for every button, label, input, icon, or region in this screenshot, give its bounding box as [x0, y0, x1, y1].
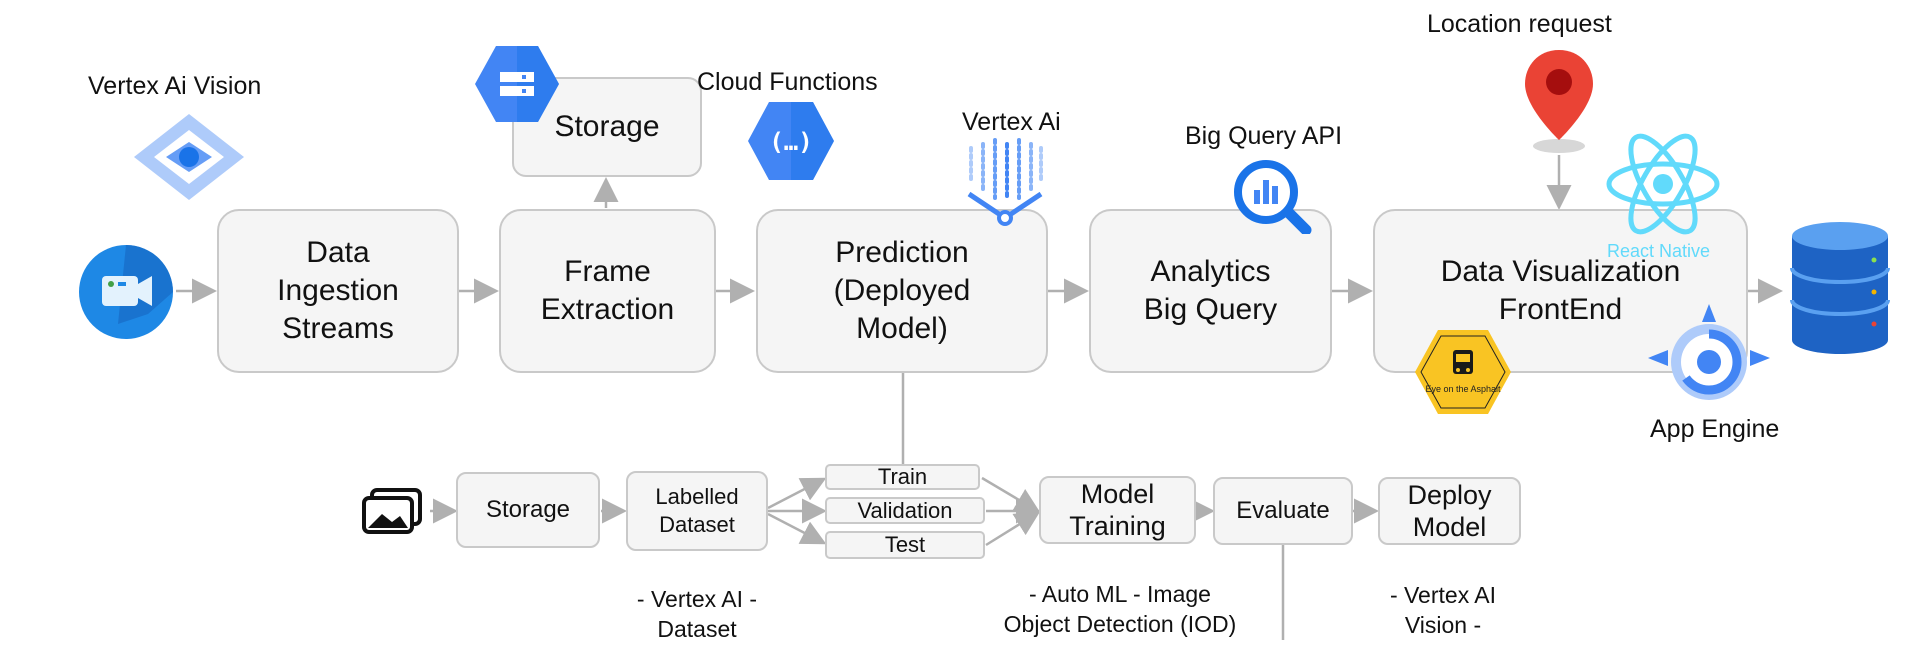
vertex-ai-label: Vertex Ai	[962, 108, 1061, 136]
vertex-ai-icon	[967, 138, 1043, 226]
deploy-model-box[interactable]: Deploy Model	[1378, 477, 1521, 545]
arrow-labelled-test	[767, 512, 827, 545]
cloud-functions-icon: (…)	[748, 102, 834, 180]
images-icon	[362, 488, 422, 534]
validation-box[interactable]: Validation	[825, 497, 985, 524]
arrow-test-model	[985, 511, 1041, 547]
training-storage-box[interactable]: Storage	[456, 472, 600, 548]
eye-on-asphalt-badge: Eye on the Asphalt	[1413, 328, 1513, 416]
arrow-labelled-train	[767, 477, 827, 510]
evaluate-box[interactable]: Evaluate	[1213, 477, 1353, 545]
bigquery-api-label: Big Query API	[1185, 122, 1343, 150]
arrow-train-model	[981, 476, 1041, 513]
video-camera-icon	[79, 245, 173, 339]
hexagon-badge-icon	[1415, 330, 1511, 414]
dataset-note: - Vertex AI - Dataset	[636, 586, 758, 642]
app-engine-label: App Engine	[1650, 415, 1780, 443]
frame-extraction-box[interactable]: Frame Extraction	[499, 209, 716, 373]
labelled-dataset-box[interactable]: Labelled Dataset	[626, 471, 768, 551]
svg-text:(…): (…)	[769, 128, 812, 156]
prediction-box[interactable]: Prediction (Deployed Model)	[756, 209, 1048, 373]
location-request-label: Location request	[1427, 10, 1612, 38]
vertex-vision-label: Vertex Ai Vision	[88, 72, 262, 100]
test-box[interactable]: Test	[825, 531, 985, 559]
ingestion-box[interactable]: Data Ingestion Streams	[217, 209, 459, 373]
vertex-ai-vision-icon	[134, 114, 244, 200]
react-native-label: React Native	[1607, 241, 1711, 261]
automl-note: - Auto ML - Image Object Detection (IOD)	[1003, 581, 1237, 637]
react-icon	[1606, 133, 1720, 235]
model-training-box[interactable]: Model Training	[1039, 476, 1196, 544]
badge-text: Eye on the Asphalt	[1425, 384, 1501, 394]
cloud-storage-icon	[475, 46, 559, 122]
database-icon	[1790, 222, 1890, 354]
analytics-box[interactable]: Analytics Big Query	[1089, 209, 1332, 373]
bigquery-icon	[1234, 160, 1312, 234]
app-engine-icon	[1648, 304, 1770, 400]
cloud-functions-label: Cloud Functions	[697, 68, 878, 96]
vision-note: - Vertex AI Vision -	[1389, 582, 1497, 638]
map-pin-icon	[1525, 50, 1593, 153]
train-box[interactable]: Train	[825, 464, 980, 490]
